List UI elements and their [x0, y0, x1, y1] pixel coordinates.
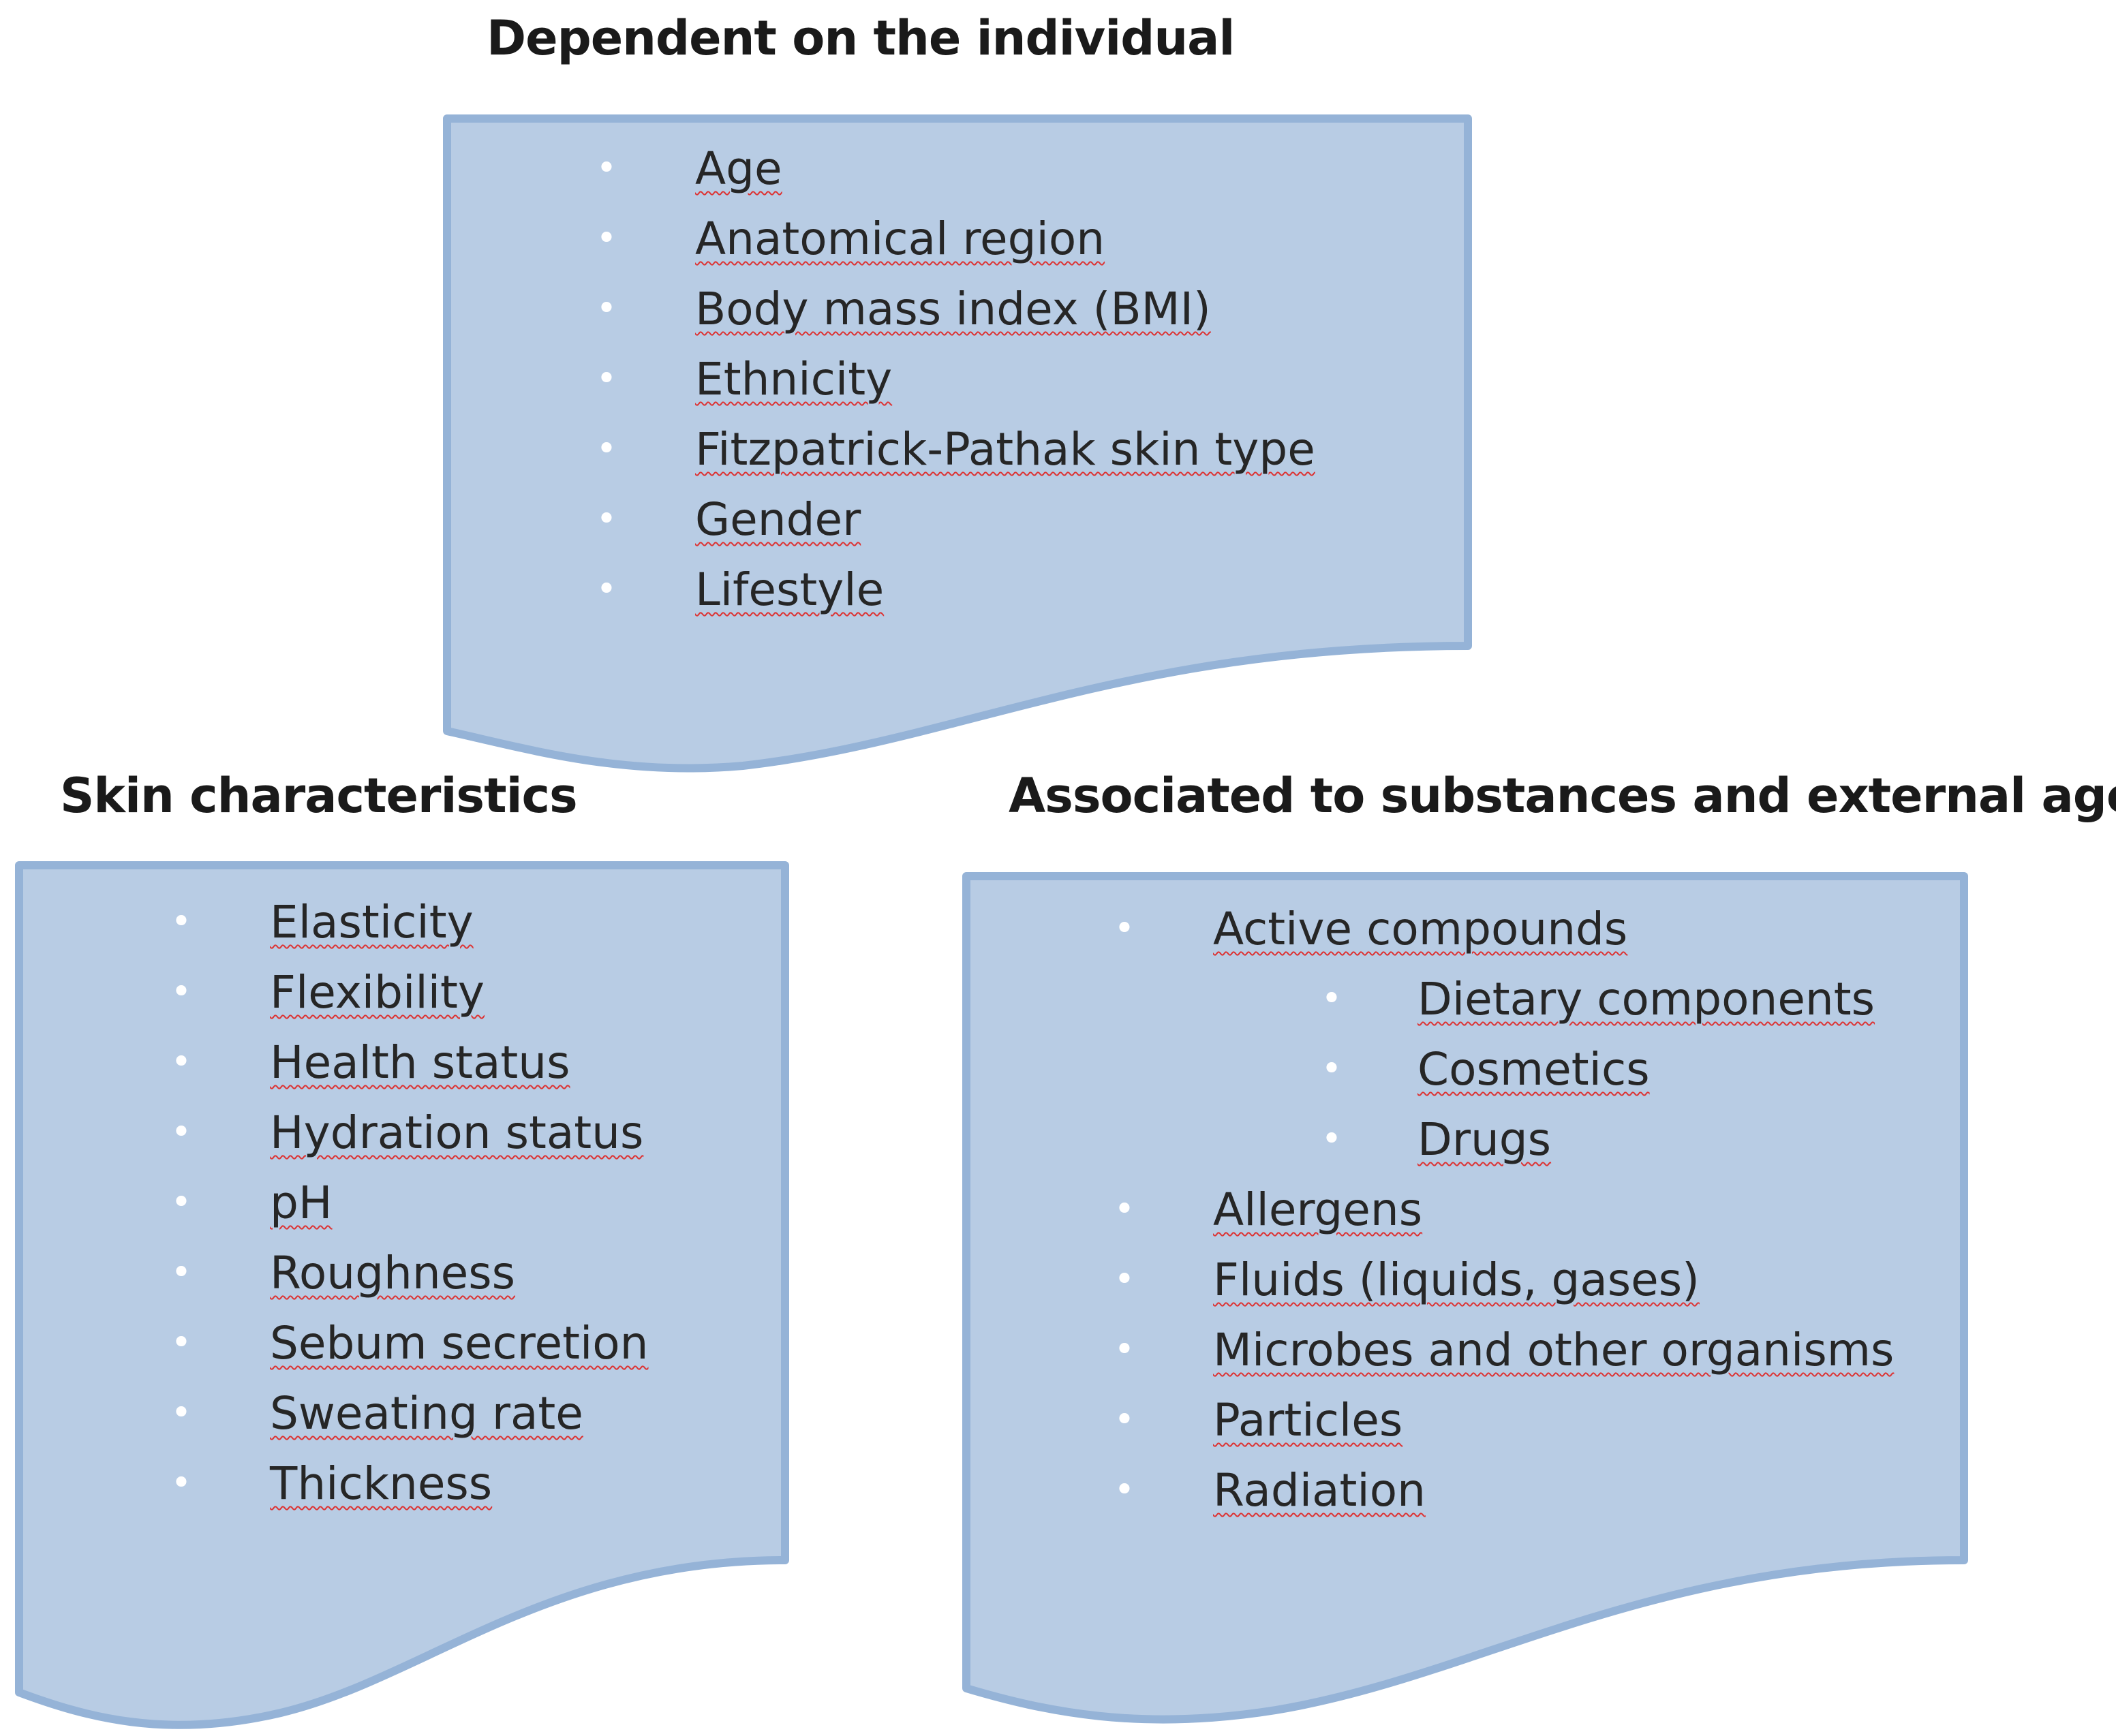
list-item: • Elasticity: [168, 887, 649, 957]
bullet-icon: •: [1321, 1119, 1343, 1160]
list-skin: • Elasticity • Flexibility • Health status • Hy…: [168, 887, 649, 1519]
list-item-label: Sweating rate: [270, 1387, 583, 1440]
list-item-label: Active compounds: [1213, 903, 1628, 955]
list-item: • Particles: [1111, 1385, 1894, 1455]
list-item: • Cosmetics: [1111, 1034, 1894, 1104]
bullet-icon: •: [170, 1112, 192, 1153]
document-shape-external: [962, 872, 1968, 1724]
list-item: • Thickness: [168, 1448, 649, 1519]
list-external: • Active compounds • Dietary components • Cos…: [1111, 894, 1895, 1525]
bullet-icon: •: [596, 499, 617, 540]
bullet-icon: •: [1114, 1259, 1135, 1300]
list-item-label: Flexibility: [270, 966, 485, 1019]
list-item-label: Age: [695, 142, 782, 195]
list-item: • Body mass index (BMI): [593, 274, 1315, 344]
bullet-icon: •: [596, 288, 617, 329]
list-item-label: Fluids (liquids, gases): [1213, 1254, 1700, 1306]
document-shape-individual: [443, 114, 1472, 773]
list-item: • Ethnicity: [593, 344, 1315, 414]
list-item: • Health status: [168, 1027, 649, 1098]
bullet-icon: •: [596, 358, 617, 399]
bullet-icon: •: [1114, 1189, 1135, 1230]
bullet-icon: •: [1114, 908, 1135, 949]
list-item-label: Anatomical region: [695, 213, 1105, 265]
list-item: • Age: [593, 134, 1315, 204]
list-item-label: Cosmetics: [1417, 1043, 1650, 1096]
list-item-label: Roughness: [270, 1247, 516, 1299]
list-item: • Roughness: [168, 1238, 649, 1308]
list-item: • Radiation: [1111, 1455, 1894, 1525]
list-item: • Fitzpatrick-Pathak skin type: [593, 414, 1315, 484]
list-item-label: Body mass index (BMI): [695, 283, 1211, 335]
list-item: • Fluids (liquids, gases): [1111, 1245, 1894, 1315]
bullet-icon: •: [170, 972, 192, 1012]
list-item: • Lifestyle: [593, 555, 1315, 625]
list-item: • pH: [168, 1168, 649, 1238]
list-item-label: Lifestyle: [695, 563, 885, 616]
bullet-icon: •: [596, 569, 617, 610]
list-item-label: Drugs: [1417, 1113, 1552, 1166]
list-item-label: Particles: [1213, 1394, 1403, 1446]
section-title-external: Associated to substances and external ag…: [1009, 768, 2116, 824]
list-item: • Sweating rate: [168, 1378, 649, 1448]
list-item-label: Dietary components: [1417, 973, 1875, 1025]
list-item-label: Ethnicity: [695, 353, 893, 405]
list-item: • Hydration status: [168, 1098, 649, 1168]
list-item: • Anatomical region: [593, 204, 1315, 274]
bullet-icon: •: [170, 1463, 192, 1504]
list-item-label: pH: [270, 1177, 333, 1229]
list-item: • Active compounds: [1111, 894, 1894, 964]
list-item: • Microbes and other organisms: [1111, 1315, 1895, 1385]
bullet-icon: •: [170, 1393, 192, 1433]
bullet-icon: •: [1114, 1329, 1135, 1370]
list-item-label: Microbes and other organisms: [1213, 1324, 1895, 1376]
bullet-icon: •: [1321, 1049, 1343, 1089]
list-item-label: Fitzpatrick-Pathak skin type: [695, 423, 1315, 476]
list-item: • Allergens: [1111, 1175, 1894, 1245]
list-item-label: Gender: [695, 493, 861, 546]
bullet-icon: •: [170, 901, 192, 942]
bullet-icon: •: [170, 1042, 192, 1083]
document-shape-skin: [15, 861, 789, 1729]
list-item: • Flexibility: [168, 957, 649, 1027]
list-item: • Sebum secretion: [168, 1308, 649, 1378]
list-item-label: Sebum secretion: [270, 1317, 649, 1369]
list-item-label: Health status: [270, 1036, 570, 1089]
list-item: • Gender: [593, 484, 1315, 555]
list-individual: • Age • Anatomical region • Body mass index (…: [593, 134, 1315, 625]
section-title-skin: Skin characteristics: [60, 768, 578, 824]
list-item-label: Elasticity: [270, 896, 474, 948]
bullet-icon: •: [170, 1182, 192, 1223]
list-item-label: Allergens: [1213, 1183, 1423, 1236]
bullet-icon: •: [596, 218, 617, 259]
section-title-individual: Dependent on the individual: [487, 10, 1235, 66]
list-item: • Dietary components: [1111, 964, 1894, 1034]
list-item: • Drugs: [1111, 1104, 1894, 1175]
bullet-icon: •: [1114, 1399, 1135, 1440]
list-item-label: Thickness: [270, 1457, 493, 1510]
list-item-label: Radiation: [1213, 1464, 1426, 1517]
bullet-icon: •: [596, 429, 617, 469]
bullet-icon: •: [1321, 978, 1343, 1019]
bullet-icon: •: [170, 1322, 192, 1363]
bullet-icon: •: [170, 1252, 192, 1293]
list-item-label: Hydration status: [270, 1106, 644, 1159]
bullet-icon: •: [1114, 1470, 1135, 1510]
bullet-icon: •: [596, 148, 617, 189]
